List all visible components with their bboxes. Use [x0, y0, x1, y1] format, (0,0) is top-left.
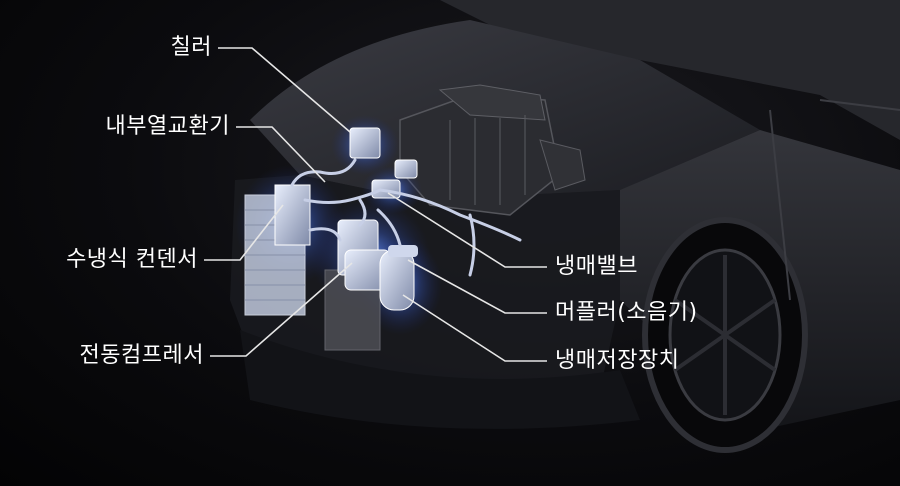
- refrigerant-pipes: [290, 158, 522, 277]
- label-water-cooled-condenser: 수냉식 컨덴서: [66, 247, 198, 272]
- label-muffler: 머플러(소음기): [555, 300, 698, 325]
- label-electric-compressor: 전동컴프레서: [79, 343, 204, 368]
- leader-line-refrigerant-valve: [387, 192, 547, 268]
- leader-line-muffler: [407, 259, 547, 314]
- leader-line-receiver-drier: [402, 294, 547, 362]
- leader-lines: [204, 47, 547, 362]
- label-receiver-drier: 냉매저장장치: [555, 348, 680, 373]
- leader-line-internal-heat-exchanger: [236, 126, 326, 183]
- label-internal-heat-exchanger: 내부열교환기: [105, 114, 230, 139]
- hvac-module: [399, 84, 586, 216]
- leader-line-water-cooled-condenser: [204, 204, 284, 261]
- leader-line-chiller: [218, 47, 351, 133]
- label-refrigerant-valve: 냉매밸브: [555, 254, 638, 279]
- label-chiller: 칠러: [170, 35, 212, 60]
- compressor-assembly: [337, 219, 418, 311]
- leader-line-electric-compressor: [210, 262, 353, 357]
